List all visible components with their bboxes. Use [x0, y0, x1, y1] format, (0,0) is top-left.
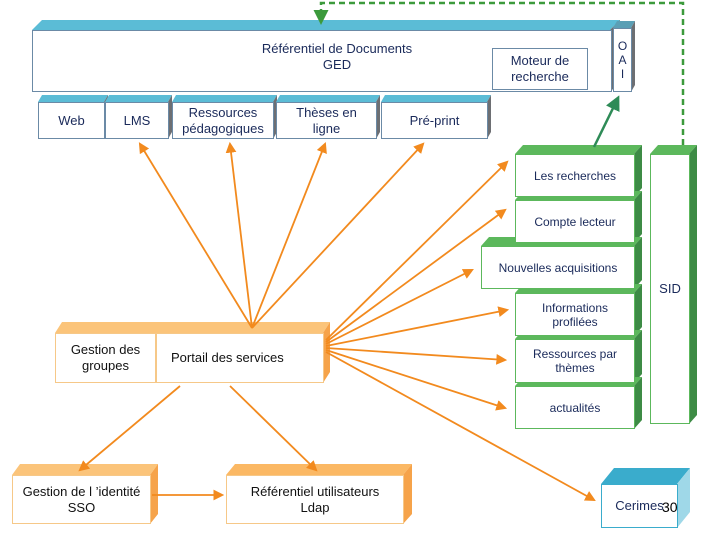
sid-item-label: actualités [549, 400, 601, 415]
cerimes-box: Cerimes [601, 484, 678, 528]
cerimes-label: Cerimes [615, 498, 664, 513]
search-engine-box: Moteur de recherche [492, 48, 588, 90]
identite-label: Gestion de l ’identité SSO [22, 483, 141, 515]
ged-title: Référentiel de Documents GED [261, 41, 413, 72]
ldap-label: Référentiel utilisateurs Ldap [250, 483, 380, 515]
sid-item-label: Nouvelles acquisitions [498, 260, 618, 275]
sid-box: SID [650, 154, 690, 424]
sid-item-actualites: actualités [515, 386, 635, 429]
search-engine-label: Moteur de recherche [510, 53, 570, 84]
ldap-side-face [403, 464, 412, 524]
portail-services-label: Portail des services [171, 350, 284, 365]
sid-to-oai-arrow [592, 95, 620, 148]
sid-item-ressources-par-themes: Ressources par thèmes [515, 339, 635, 383]
sid-item-label: Compte lecteur [534, 214, 616, 229]
module-web: Web [38, 102, 105, 139]
module-label: Web [58, 112, 85, 128]
gestion-groupes-label: Gestion des groupes [70, 342, 141, 373]
portail-top-face [55, 322, 330, 333]
module-theses-en-ligne: Thèses en ligne [276, 102, 377, 139]
sid-item-recherches: Les recherches [515, 154, 635, 197]
sid-item-nouvelles-acquisitions: Nouvelles acquisitions [481, 246, 635, 289]
sid-item-informations-profilees: Informations profilées [515, 293, 635, 336]
page-number: 30 [662, 499, 678, 515]
module-ressources-pedagogiques: Ressources pédagogiques [172, 102, 274, 139]
ldap-top-face [226, 464, 412, 475]
sid-item-label: Ressources par thèmes [532, 347, 618, 375]
gestion-groupes-box: Gestion des groupes [55, 333, 156, 383]
sid-item-label: Les recherches [533, 168, 617, 183]
ged-top-face [32, 20, 620, 30]
portail-services-box: Portail des services [156, 333, 324, 383]
oai-label: O A I [617, 39, 628, 81]
module-lms: LMS [105, 102, 169, 139]
portail-side-face [323, 322, 330, 383]
cerimes-top-face [601, 468, 690, 484]
module-label: Thèses en ligne [296, 104, 357, 136]
sid-item-compte-lecteur: Compte lecteur [515, 200, 635, 243]
oai-box: O A I [613, 28, 632, 92]
ldap-box: Référentiel utilisateurs Ldap [226, 475, 404, 524]
module-label: Ressources pédagogiques [182, 104, 264, 136]
module-label: Pré-print [409, 112, 460, 128]
identite-side-face [150, 464, 158, 524]
sid-item-label: Informations profilées [541, 300, 609, 329]
identite-top-face [12, 464, 158, 475]
oai-top-face [613, 21, 635, 28]
module-label: LMS [123, 112, 151, 128]
identite-sso-box: Gestion de l ’identité SSO [12, 475, 151, 524]
sid-label: SID [659, 281, 681, 296]
module-pre-print: Pré-print [381, 102, 488, 139]
cerimes-side-face [677, 468, 690, 528]
